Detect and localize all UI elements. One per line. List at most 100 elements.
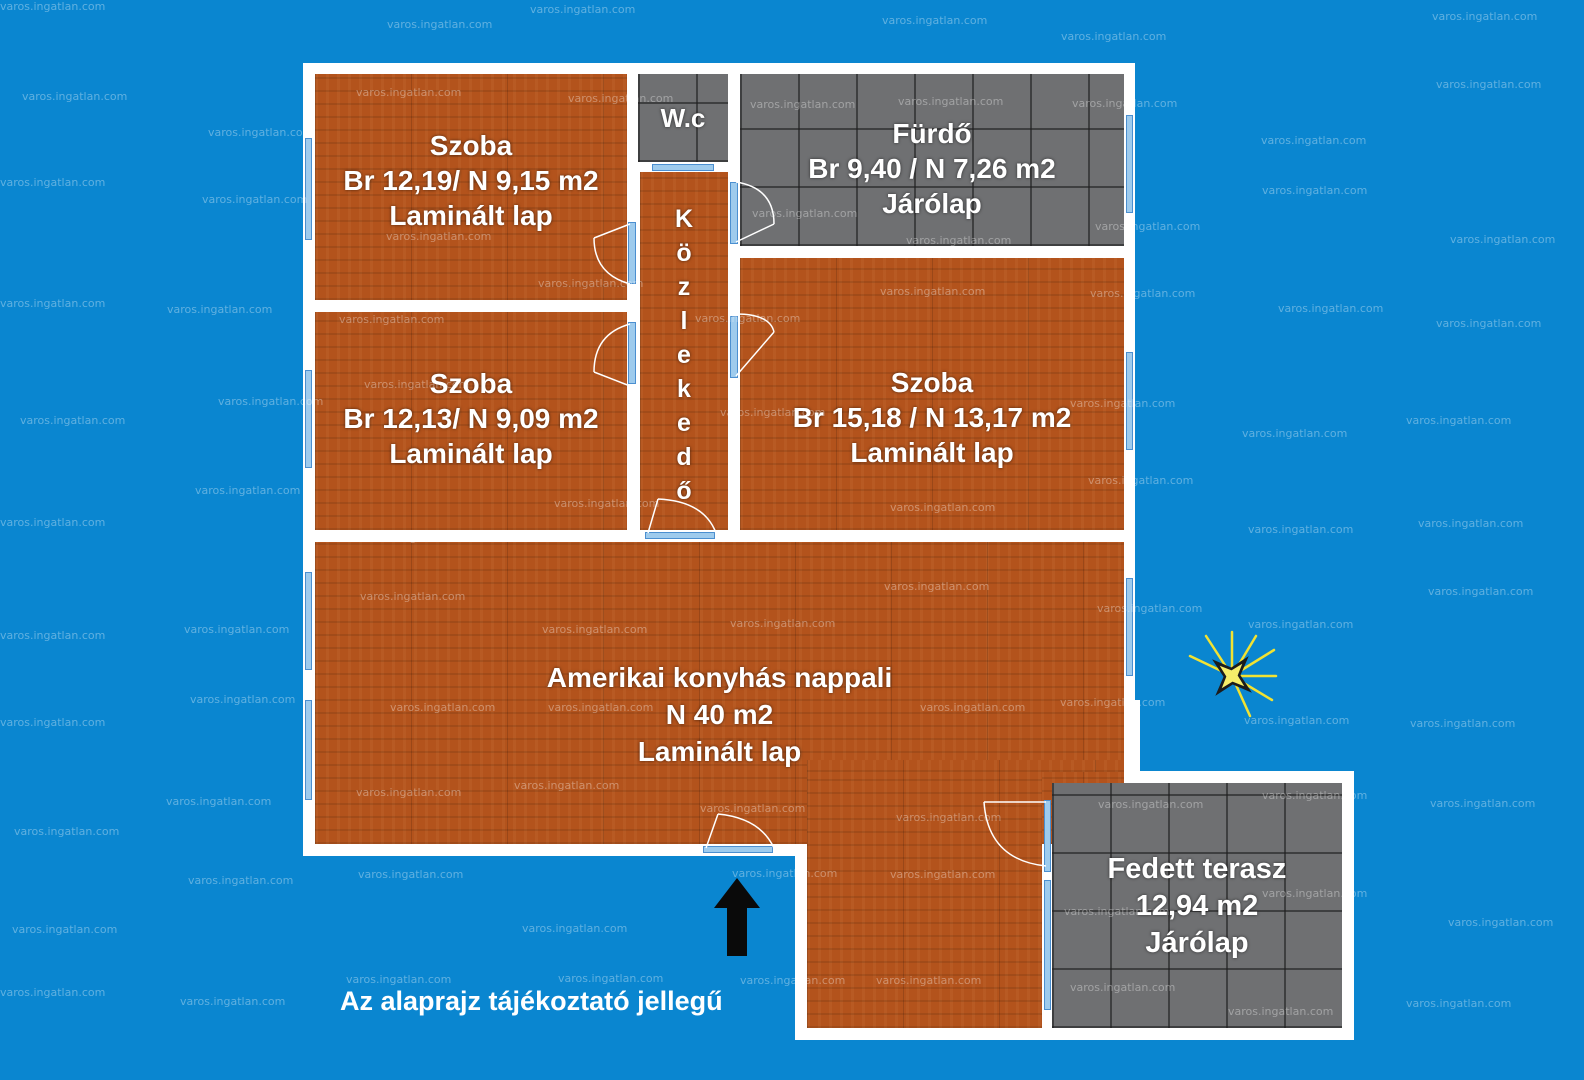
door-threshold [628, 222, 636, 284]
door-swing-icon [983, 801, 1047, 867]
door-swing-icon [647, 498, 717, 534]
watermark-text: varos.ingatlan.com [0, 516, 106, 529]
window [305, 700, 312, 800]
watermark-text: varos.ingatlan.com [208, 126, 314, 139]
watermark-text: varos.ingatlan.com [195, 484, 301, 497]
room-kozlekedo: K ö z l e k e d ő [640, 172, 728, 530]
watermark-text: varos.ingatlan.com [346, 973, 452, 986]
watermark-text: varos.ingatlan.com [0, 0, 106, 13]
window [1126, 352, 1133, 450]
watermark-text: varos.ingatlan.com [188, 874, 294, 887]
watermark-text: varos.ingatlan.com [1436, 78, 1542, 91]
watermark-text: varos.ingatlan.com [12, 923, 118, 936]
room-area: Br 15,18 / N 13,17 m2 [792, 402, 1072, 433]
room-name: Fürdő [892, 118, 972, 149]
window [1044, 880, 1051, 1010]
room-floor: Laminált lap [850, 437, 1014, 468]
room-terasz: Fedett terasz 12,94 m2 Járólap [1052, 783, 1342, 1028]
watermark-text: varos.ingatlan.com [358, 868, 464, 881]
room-name: Szoba [429, 130, 513, 161]
door-threshold [628, 322, 636, 384]
watermark-text: varos.ingatlan.com [1428, 585, 1534, 598]
watermark-text: varos.ingatlan.com [0, 716, 106, 729]
room-name: Szoba [429, 368, 513, 399]
room-name: K ö z l e k e d ő [674, 205, 694, 505]
watermark-text: varos.ingatlan.com [522, 922, 628, 935]
watermark-text: varos.ingatlan.com [1248, 523, 1354, 536]
window [1126, 578, 1133, 676]
watermark-text: varos.ingatlan.com [180, 995, 286, 1008]
room-area: N 40 m2 [665, 699, 774, 730]
watermark-text: varos.ingatlan.com [882, 14, 988, 27]
door-threshold [652, 164, 714, 171]
door-threshold [703, 846, 773, 853]
door-swing-icon [735, 181, 775, 243]
watermark-text: varos.ingatlan.com [190, 693, 296, 706]
entrance-arrow-icon [714, 878, 760, 956]
watermark-text: varos.ingatlan.com [1278, 302, 1384, 315]
watermark-text: varos.ingatlan.com [1261, 134, 1367, 147]
room-name: Szoba [890, 367, 974, 398]
watermark-text: varos.ingatlan.com [387, 18, 493, 31]
watermark-text: varos.ingatlan.com [184, 623, 290, 636]
room-nappali-extension [807, 770, 1042, 1028]
watermark-text: varos.ingatlan.com [1406, 997, 1512, 1010]
room-floor: Laminált lap [637, 736, 802, 767]
window [305, 138, 312, 240]
watermark-text: varos.ingatlan.com [167, 303, 273, 316]
watermark-text: varos.ingatlan.com [1436, 317, 1542, 330]
door-threshold [645, 532, 715, 539]
compass-star-icon [1188, 630, 1278, 718]
room-area: Br 12,19/ N 9,15 m2 [343, 165, 599, 196]
disclaimer-note: Az alaprajz tájékoztató jellegű [340, 986, 723, 1016]
room-floor: Laminált lap [389, 200, 553, 231]
room-area: Br 12,13/ N 9,09 m2 [343, 403, 599, 434]
door-threshold [730, 182, 738, 244]
watermark-text: varos.ingatlan.com [1410, 717, 1516, 730]
room-floor: Laminált lap [389, 438, 553, 469]
room-nappali: Amerikai konyhás nappali N 40 m2 Laminál… [315, 542, 1124, 844]
watermark-text: varos.ingatlan.com [1406, 414, 1512, 427]
watermark-text: varos.ingatlan.com [530, 3, 636, 16]
watermark-text: varos.ingatlan.com [166, 795, 272, 808]
room-area: 12,94 m2 [1135, 890, 1259, 922]
door-swing-icon [705, 813, 775, 849]
watermark-text: varos.ingatlan.com [1432, 10, 1538, 23]
room-szoba-1: Szoba Br 12,19/ N 9,15 m2 Laminált lap [315, 74, 627, 300]
watermark-text: varos.ingatlan.com [202, 193, 308, 206]
watermark-text: varos.ingatlan.com [1430, 797, 1536, 810]
watermark-text: varos.ingatlan.com [22, 90, 128, 103]
room-floor: Járólap [1145, 927, 1249, 959]
window [1044, 800, 1051, 872]
room-name: Fedett terasz [1107, 853, 1287, 885]
room-area: Br 9,40 / N 7,26 m2 [808, 153, 1056, 184]
watermark-text: varos.ingatlan.com [0, 297, 106, 310]
watermark-text: varos.ingatlan.com [1418, 517, 1524, 530]
watermark-text: varos.ingatlan.com [1450, 233, 1556, 246]
watermark-text: varos.ingatlan.com [0, 629, 106, 642]
room-floor: Járólap [882, 188, 982, 219]
door-swing-icon [593, 223, 631, 285]
watermark-text: varos.ingatlan.com [0, 176, 106, 189]
watermark-text: varos.ingatlan.com [1448, 916, 1554, 929]
door-swing-icon [593, 323, 631, 387]
room-szoba-3: Szoba Br 15,18 / N 13,17 m2 Laminált lap [740, 258, 1124, 530]
watermark-text: varos.ingatlan.com [20, 414, 126, 427]
room-name: Amerikai konyhás nappali [546, 662, 893, 693]
watermark-text: varos.ingatlan.com [1242, 427, 1348, 440]
room-name: W.c [660, 103, 706, 133]
watermark-text: varos.ingatlan.com [1061, 30, 1167, 43]
watermark-text: varos.ingatlan.com [1262, 184, 1368, 197]
watermark-text: varos.ingatlan.com [0, 986, 106, 999]
window [305, 572, 312, 670]
door-swing-icon [735, 313, 775, 377]
window [305, 370, 312, 468]
room-szoba-2: Szoba Br 12,13/ N 9,09 m2 Laminált lap [315, 312, 627, 530]
room-furdo: Fürdő Br 9,40 / N 7,26 m2 Járólap [740, 74, 1124, 246]
room-nappali-join [807, 760, 1124, 772]
watermark-text: varos.ingatlan.com [558, 972, 664, 985]
door-threshold [730, 316, 738, 378]
room-wc: W.c [638, 74, 728, 162]
watermark-text: varos.ingatlan.com [14, 825, 120, 838]
window [1126, 115, 1133, 213]
